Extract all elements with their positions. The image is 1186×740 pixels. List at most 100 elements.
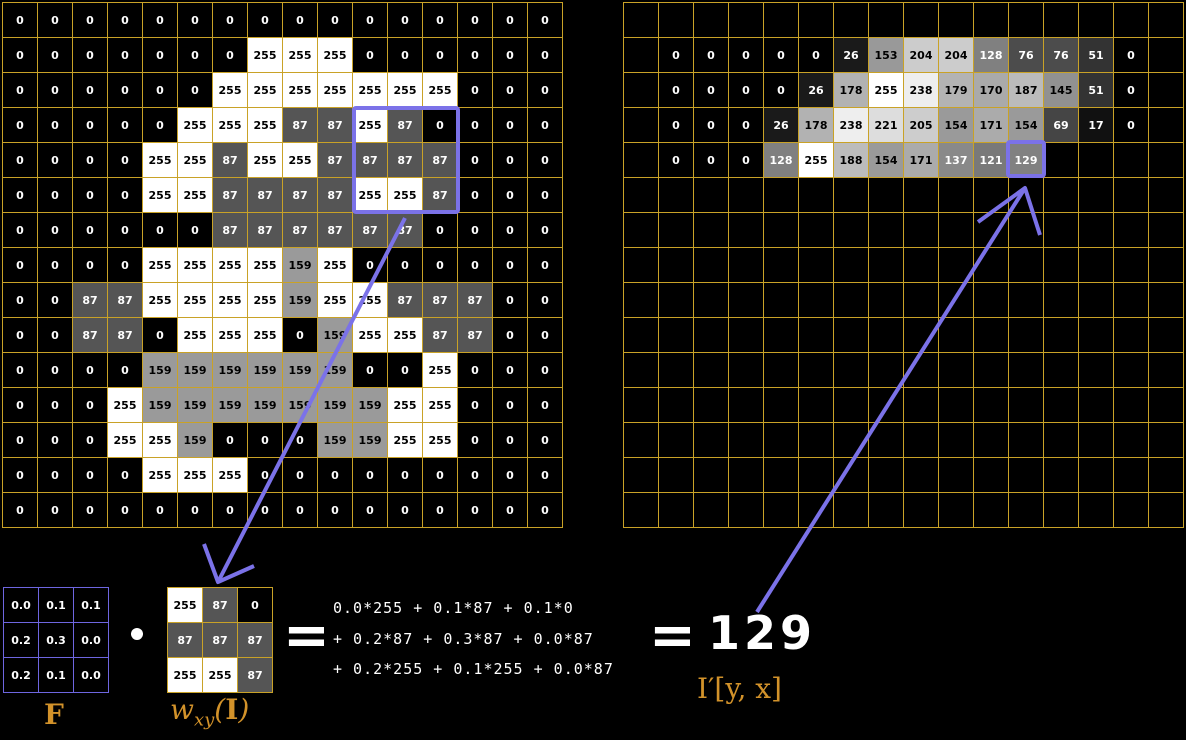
- output-pixel-cell: [938, 457, 974, 493]
- output-pixel-cell: [973, 177, 1009, 213]
- output-pixel-cell: [1078, 142, 1114, 178]
- output-pixel-cell: [1008, 457, 1044, 493]
- output-pixel-cell: [658, 247, 694, 283]
- result-label: I′[y, x]: [697, 672, 782, 705]
- window-pixel-cell: 87: [237, 622, 273, 658]
- input-pixel-cell: 255: [212, 457, 248, 493]
- output-pixel-cell: 154: [868, 142, 904, 178]
- output-pixel-cell: [623, 422, 659, 458]
- input-pixel-cell: 0: [72, 492, 108, 528]
- output-pixel-cell: 0: [693, 107, 729, 143]
- output-pixel-cell: [728, 317, 764, 353]
- input-pixel-cell: 0: [527, 177, 563, 213]
- output-pixel-cell: [623, 352, 659, 388]
- output-pixel-cell: [623, 212, 659, 248]
- equals-sign: =: [649, 603, 696, 668]
- input-pixel-cell: 159: [282, 247, 318, 283]
- output-pixel-cell: [1043, 2, 1079, 38]
- input-pixel-cell: 255: [387, 317, 423, 353]
- input-pixel-cell: 0: [247, 492, 283, 528]
- input-pixel-cell: 0: [387, 352, 423, 388]
- output-pixel-cell: [868, 177, 904, 213]
- input-pixel-cell: 0: [527, 282, 563, 318]
- input-pixel-cell: 0: [352, 457, 388, 493]
- input-pixel-cell: 0: [107, 492, 143, 528]
- input-pixel-cell: 0: [72, 352, 108, 388]
- output-pixel-cell: [1148, 2, 1184, 38]
- window-pixel-cell: 255: [167, 657, 203, 693]
- output-pixel-cell: 0: [1113, 37, 1149, 73]
- equals-sign: =: [283, 603, 330, 668]
- output-pixel-cell: 0: [728, 72, 764, 108]
- input-pixel-cell: 87: [212, 212, 248, 248]
- output-pixel-cell: [623, 492, 659, 528]
- input-pixel-cell: 0: [352, 352, 388, 388]
- input-pixel-cell: 0: [37, 387, 73, 423]
- input-pixel-cell: 87: [352, 212, 388, 248]
- output-pixel-cell: [973, 2, 1009, 38]
- output-pixel-cell: [798, 2, 834, 38]
- output-pixel-cell: [1148, 247, 1184, 283]
- input-pixel-cell: 0: [422, 107, 458, 143]
- output-pixel-cell: 255: [868, 72, 904, 108]
- output-pixel-cell: [763, 317, 799, 353]
- input-pixel-cell: 0: [2, 177, 38, 213]
- output-pixel-cell: [1078, 317, 1114, 353]
- output-pixel-cell: 0: [763, 37, 799, 73]
- input-pixel-cell: 0: [492, 317, 528, 353]
- output-pixel-cell: [1113, 247, 1149, 283]
- output-pixel-cell: 51: [1078, 72, 1114, 108]
- input-pixel-cell: 0: [2, 107, 38, 143]
- output-pixel-cell: [728, 2, 764, 38]
- input-pixel-cell: 0: [2, 2, 38, 38]
- output-pixel-cell: 238: [833, 107, 869, 143]
- output-pixel-cell: [1043, 352, 1079, 388]
- input-pixel-cell: 0: [527, 142, 563, 178]
- input-pixel-cell: 0: [2, 212, 38, 248]
- input-pixel-cell: 255: [107, 387, 143, 423]
- input-pixel-cell: 0: [527, 212, 563, 248]
- output-pixel-cell: [798, 352, 834, 388]
- input-pixel-cell: 0: [457, 212, 493, 248]
- input-pixel-cell: 87: [387, 142, 423, 178]
- input-pixel-cell: 0: [492, 282, 528, 318]
- output-pixel-cell: [1043, 142, 1079, 178]
- filter-weight-cell: 0.1: [38, 587, 74, 623]
- output-pixel-cell: [1008, 247, 1044, 283]
- output-pixel-cell: [728, 422, 764, 458]
- input-pixel-cell: 0: [492, 2, 528, 38]
- output-pixel-cell: 205: [903, 107, 939, 143]
- window-highlight-box: [352, 106, 460, 214]
- input-pixel-cell: 0: [2, 37, 38, 73]
- output-pixel-cell: [973, 422, 1009, 458]
- output-pixel-row: [623, 352, 1184, 388]
- output-pixel-cell: [658, 492, 694, 528]
- input-pixel-cell: 255: [282, 142, 318, 178]
- output-pixel-cell: [623, 72, 659, 108]
- output-pixel-cell: [868, 457, 904, 493]
- output-pixel-cell: [833, 282, 869, 318]
- input-pixel-cell: 0: [527, 247, 563, 283]
- input-pixel-cell: 0: [72, 422, 108, 458]
- output-pixel-cell: [693, 317, 729, 353]
- input-pixel-cell: 0: [37, 492, 73, 528]
- input-pixel-cell: 87: [317, 177, 353, 213]
- output-pixel-cell: 0: [1113, 72, 1149, 108]
- output-pixel-cell: 221: [868, 107, 904, 143]
- output-pixel-cell: 0: [658, 37, 694, 73]
- output-pixel-cell: 0: [658, 142, 694, 178]
- input-pixel-cell: 0: [457, 142, 493, 178]
- input-pixel-cell: 0: [107, 212, 143, 248]
- output-pixel-cell: [1043, 177, 1079, 213]
- output-pixel-cell: [763, 2, 799, 38]
- input-pixel-cell: 255: [142, 177, 178, 213]
